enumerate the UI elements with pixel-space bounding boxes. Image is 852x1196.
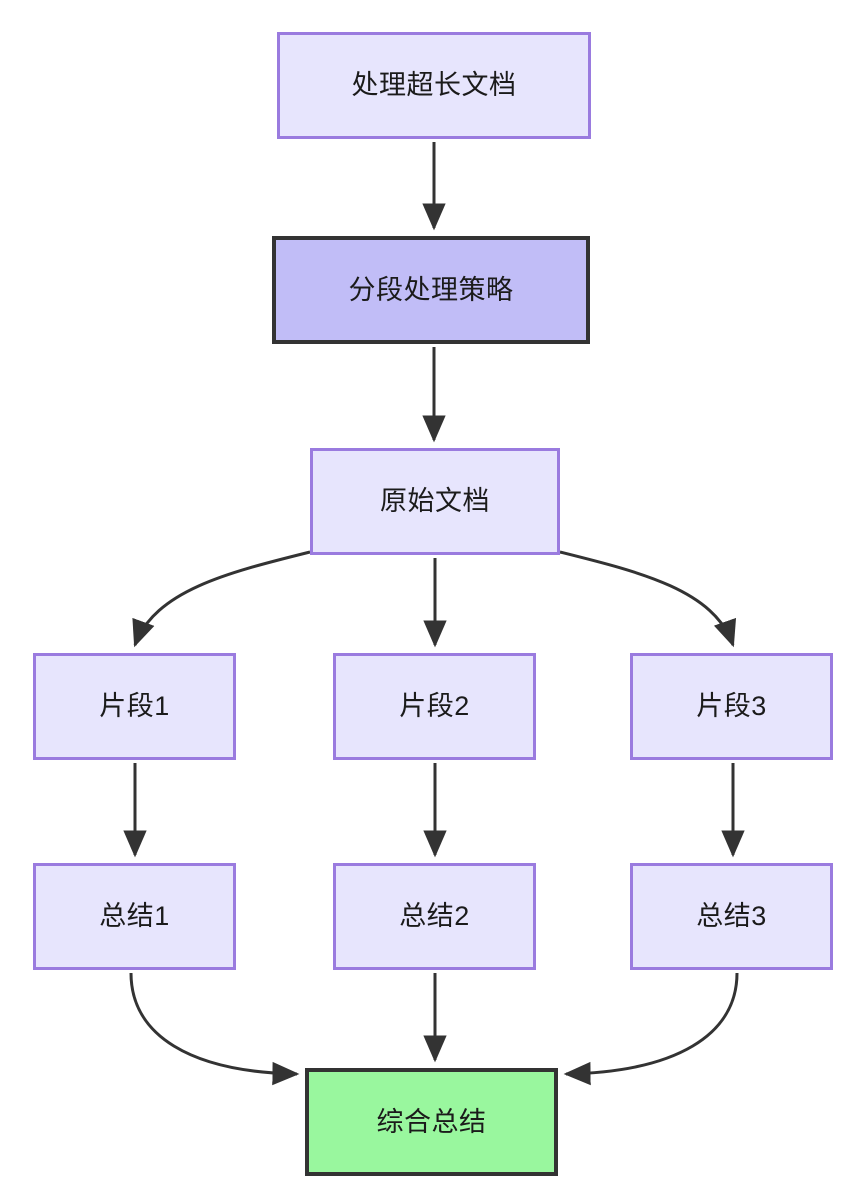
node-fragment-3[interactable]: 片段3	[630, 653, 833, 760]
node-label: 总结3	[696, 901, 767, 932]
node-original-document[interactable]: 原始文档	[310, 448, 560, 555]
edge-n3-n4	[132, 550, 311, 648]
node-summary-2[interactable]: 总结2	[333, 863, 536, 970]
edge-n3-n6	[559, 550, 736, 648]
node-process-long-document[interactable]: 处理超长文档	[277, 32, 591, 139]
node-label: 原始文档	[380, 486, 490, 517]
node-label: 总结1	[99, 901, 170, 932]
node-label: 处理超长文档	[351, 70, 517, 101]
node-label: 分段处理策略	[348, 274, 514, 305]
node-summary-1[interactable]: 总结1	[33, 863, 236, 970]
node-combined-summary[interactable]: 综合总结	[305, 1068, 558, 1176]
node-label: 总结2	[399, 901, 470, 932]
edge-n7-n10	[129, 972, 300, 1086]
node-label: 片段3	[696, 691, 767, 722]
node-summary-3[interactable]: 总结3	[630, 863, 833, 970]
node-label: 片段2	[399, 691, 470, 722]
node-fragment-2[interactable]: 片段2	[333, 653, 536, 760]
node-label: 综合总结	[376, 1106, 487, 1137]
node-chunking-strategy[interactable]: 分段处理策略	[272, 236, 590, 344]
node-label: 片段1	[99, 691, 170, 722]
node-fragment-1[interactable]: 片段1	[33, 653, 236, 760]
edge-n9-n10	[563, 972, 739, 1086]
